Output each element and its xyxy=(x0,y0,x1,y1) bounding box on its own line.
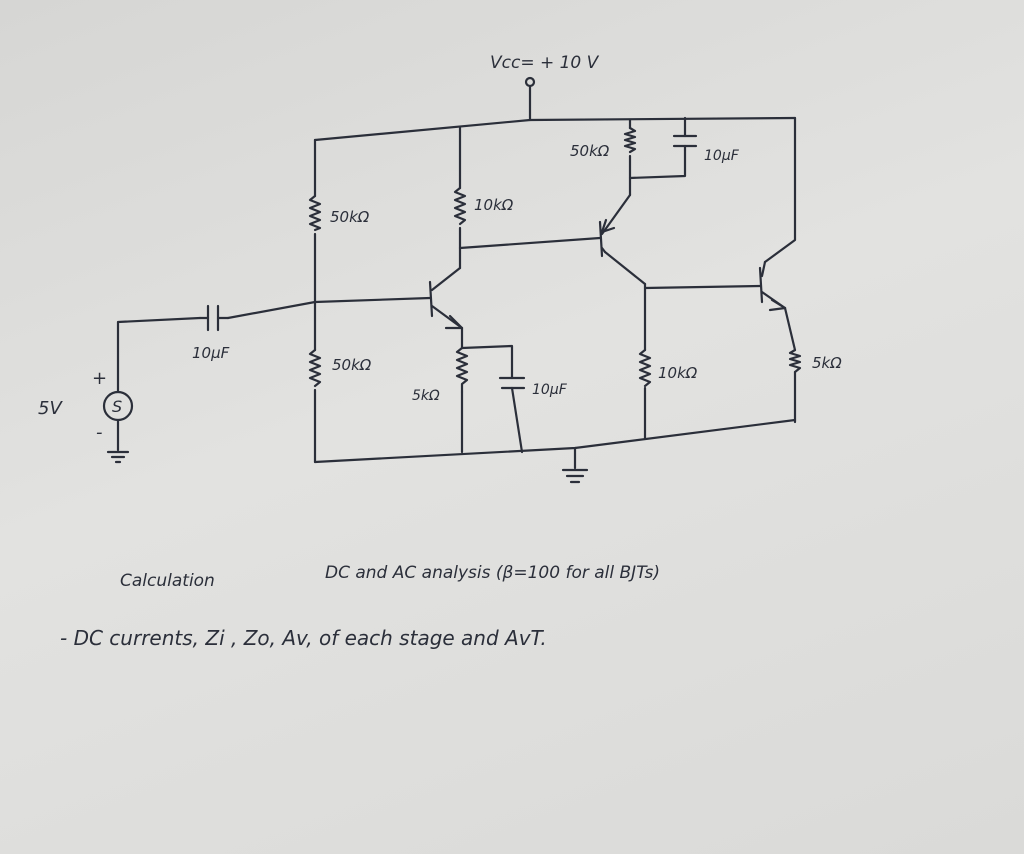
source-symbol: S xyxy=(112,397,122,416)
note-line1-left: Calculation xyxy=(120,571,215,591)
resistor-emitter-1-label: 5kΩ xyxy=(412,388,440,404)
voltage-source: S + - 5V xyxy=(38,368,134,464)
resistor-emitter-3: 5kΩ xyxy=(788,348,842,374)
source-plus-label: + xyxy=(92,368,107,389)
resistor-pnp-emitter: 50kΩ xyxy=(570,126,637,160)
resistor-emitter-3-label: 5kΩ xyxy=(812,354,842,372)
source-minus-label: - xyxy=(96,422,103,443)
note-line2: - DC currents, Zi , Zo, Av, of each stag… xyxy=(60,626,547,650)
resistor-collector-1-label: 10kΩ xyxy=(474,196,514,214)
vcc-terminal xyxy=(524,76,536,88)
resistor-bias-bottom-label: 50kΩ xyxy=(332,356,372,374)
vcc-label: Vcc= + 10 V xyxy=(490,53,600,73)
resistor-bias-bottom: 50kΩ xyxy=(308,348,372,388)
resistor-bias-top: 50kΩ xyxy=(308,194,370,232)
resistor-bias-top-label: 50kΩ xyxy=(330,208,370,226)
transistor-q2-pnp xyxy=(598,193,632,258)
resistor-emitter-1: 5kΩ xyxy=(412,346,469,404)
note-line1-right: DC and AC analysis (β=100 for all BJTs) xyxy=(325,563,660,583)
resistor-pnp-emitter-label: 50kΩ xyxy=(570,142,610,160)
input-capacitor: 10µF xyxy=(192,304,230,362)
ground-icon xyxy=(561,468,589,484)
source-value-label: 5V xyxy=(38,398,63,419)
wires xyxy=(116,76,797,470)
input-capacitor-label: 10µF xyxy=(192,344,230,362)
ground-rail xyxy=(313,418,797,464)
transistor-q1-npn xyxy=(428,266,464,330)
top-rail xyxy=(313,116,797,142)
resistor-pnp-collector-label: 10kΩ xyxy=(658,364,698,382)
transistor-q3-npn xyxy=(758,260,787,312)
resistor-collector-1: 10kΩ xyxy=(453,186,514,226)
capacitor-emitter-bypass: 10µF xyxy=(498,376,568,398)
resistor-pnp-collector: 10kΩ xyxy=(638,348,698,388)
capacitor-emitter-bypass-label: 10µF xyxy=(532,382,568,398)
capacitor-pnp-bypass: 10µF xyxy=(672,134,740,164)
capacitor-pnp-bypass-label: 10µF xyxy=(704,148,740,164)
